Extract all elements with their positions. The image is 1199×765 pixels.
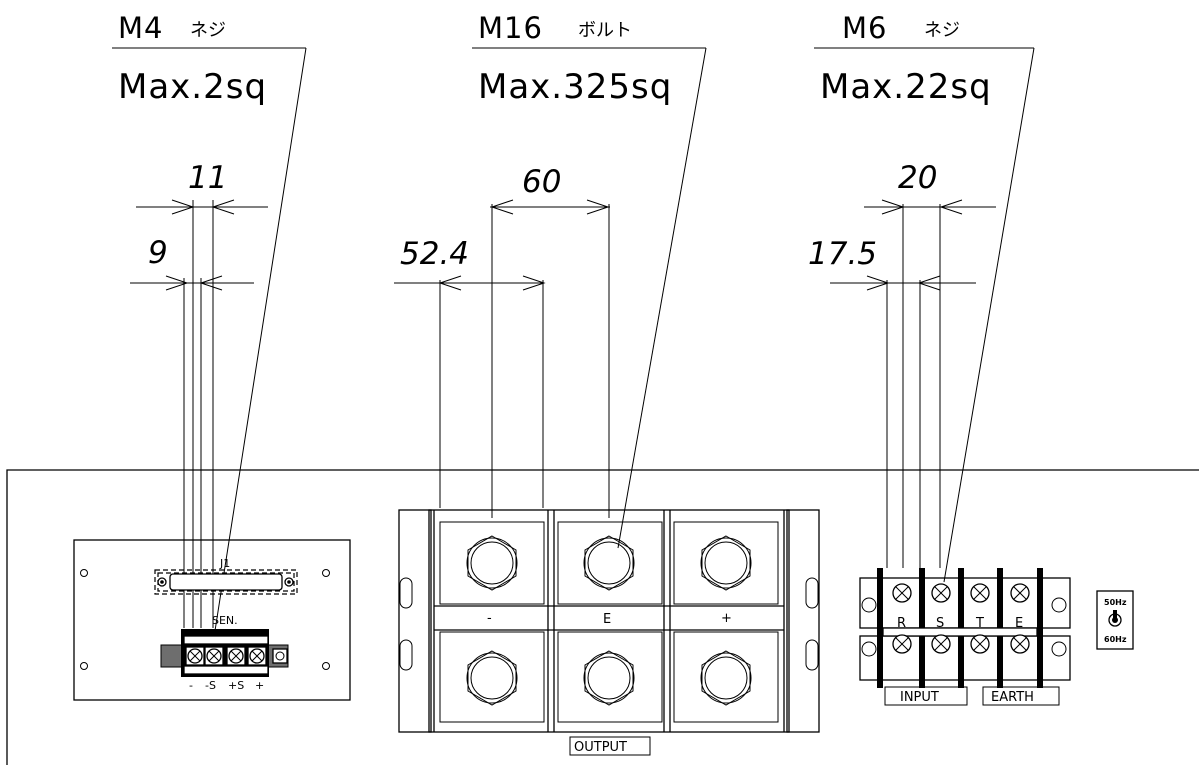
output-bolt-top-minus	[466, 535, 518, 591]
frequency-switch: 50Hz 60Hz	[1096, 590, 1134, 650]
dimension-center-inner-label: 52.4	[400, 236, 469, 272]
dimension-left: 11 9	[130, 160, 268, 628]
input-label-box: INPUT	[884, 686, 968, 706]
input-screw-top-t	[970, 583, 990, 603]
input-label: INPUT	[900, 690, 939, 705]
output-polarity-plus: +	[721, 611, 732, 626]
callout-m16: M16 ボルト Max.325sq	[472, 11, 707, 549]
toggle-switch-icon	[1108, 610, 1122, 627]
earth-label-box: EARTH	[982, 686, 1060, 706]
sen-screw-4	[247, 646, 267, 666]
callout-m6-leader	[943, 47, 1035, 583]
callout-m6-title: M6	[842, 11, 887, 45]
callout-m16-suffix: ボルト	[578, 20, 632, 41]
callout-m6: M6 ネジ Max.22sq	[814, 11, 1035, 583]
sen-screw-2	[204, 646, 224, 666]
input-phase-s: S	[936, 616, 944, 631]
output-terminal-block: - E +	[398, 509, 820, 733]
callout-m16-max: Max.325sq	[478, 67, 672, 107]
j1-label: J1	[219, 557, 230, 570]
input-screw-bottom-e	[1010, 634, 1030, 654]
sen-terminal-block	[160, 629, 289, 677]
input-terminal-block: R S T E	[859, 568, 1071, 688]
output-bolt-bottom-minus	[466, 650, 518, 706]
callout-m6-max: Max.22sq	[820, 67, 992, 107]
sen-pin-label-4: +	[255, 679, 264, 692]
input-screw-bottom-s	[931, 634, 951, 654]
input-phase-e: E	[1015, 616, 1023, 631]
frequency-50hz-label: 50Hz	[1104, 598, 1127, 607]
frequency-60hz-label: 60Hz	[1104, 635, 1127, 644]
sen-label: SEN.	[212, 614, 238, 627]
output-bolt-bottom-earth	[583, 650, 635, 706]
output-bolt-top-plus	[700, 535, 752, 591]
input-screw-top-s	[931, 583, 951, 603]
input-screw-top-e	[1010, 583, 1030, 603]
output-polarity-minus: -	[487, 611, 492, 626]
input-screw-top-r	[892, 583, 912, 603]
dimension-left-outer-label: 11	[188, 160, 227, 196]
callout-m6-suffix: ネジ	[924, 20, 960, 41]
sen-pin-label-1: -	[189, 679, 193, 692]
output-bolt-bottom-plus	[700, 650, 752, 706]
callout-m16-title: M16	[478, 11, 543, 45]
dimension-left-inner-label: 9	[148, 235, 168, 271]
input-screw-bottom-t	[970, 634, 990, 654]
dimension-right-inner-label: 17.5	[808, 236, 877, 272]
callout-m4-max: Max.2sq	[118, 67, 267, 107]
sen-screw-3	[226, 646, 246, 666]
sen-pin-label-3: +S	[228, 679, 244, 692]
earth-label: EARTH	[991, 690, 1034, 705]
callout-m4: M4 ネジ Max.2sq	[112, 11, 307, 651]
dimension-center: 60 52.4	[394, 164, 610, 518]
sen-pin-label-2: -S	[205, 679, 216, 692]
input-phase-r: R	[897, 616, 906, 631]
input-screw-bottom-r	[892, 634, 912, 654]
output-polarity-earth: E	[603, 612, 611, 627]
j1-connector	[154, 569, 298, 595]
dimension-right: 20 17.5	[808, 160, 996, 568]
output-bolt-top-earth	[583, 535, 635, 591]
output-label: OUTPUT	[574, 740, 627, 755]
sen-screw-1	[185, 646, 205, 666]
callout-m4-suffix: ネジ	[190, 20, 226, 41]
chassis-outline	[6, 469, 1199, 765]
dimension-right-outer-label: 20	[898, 160, 937, 196]
sensing-panel: J1 SEN.	[73, 539, 351, 701]
callout-m4-title: M4	[118, 11, 163, 45]
callout-m4-leader	[211, 47, 307, 651]
callout-m16-leader	[617, 47, 707, 549]
input-phase-t: T	[975, 616, 984, 631]
output-label-box: OUTPUT	[569, 736, 651, 756]
dimension-center-outer-label: 60	[522, 164, 561, 200]
